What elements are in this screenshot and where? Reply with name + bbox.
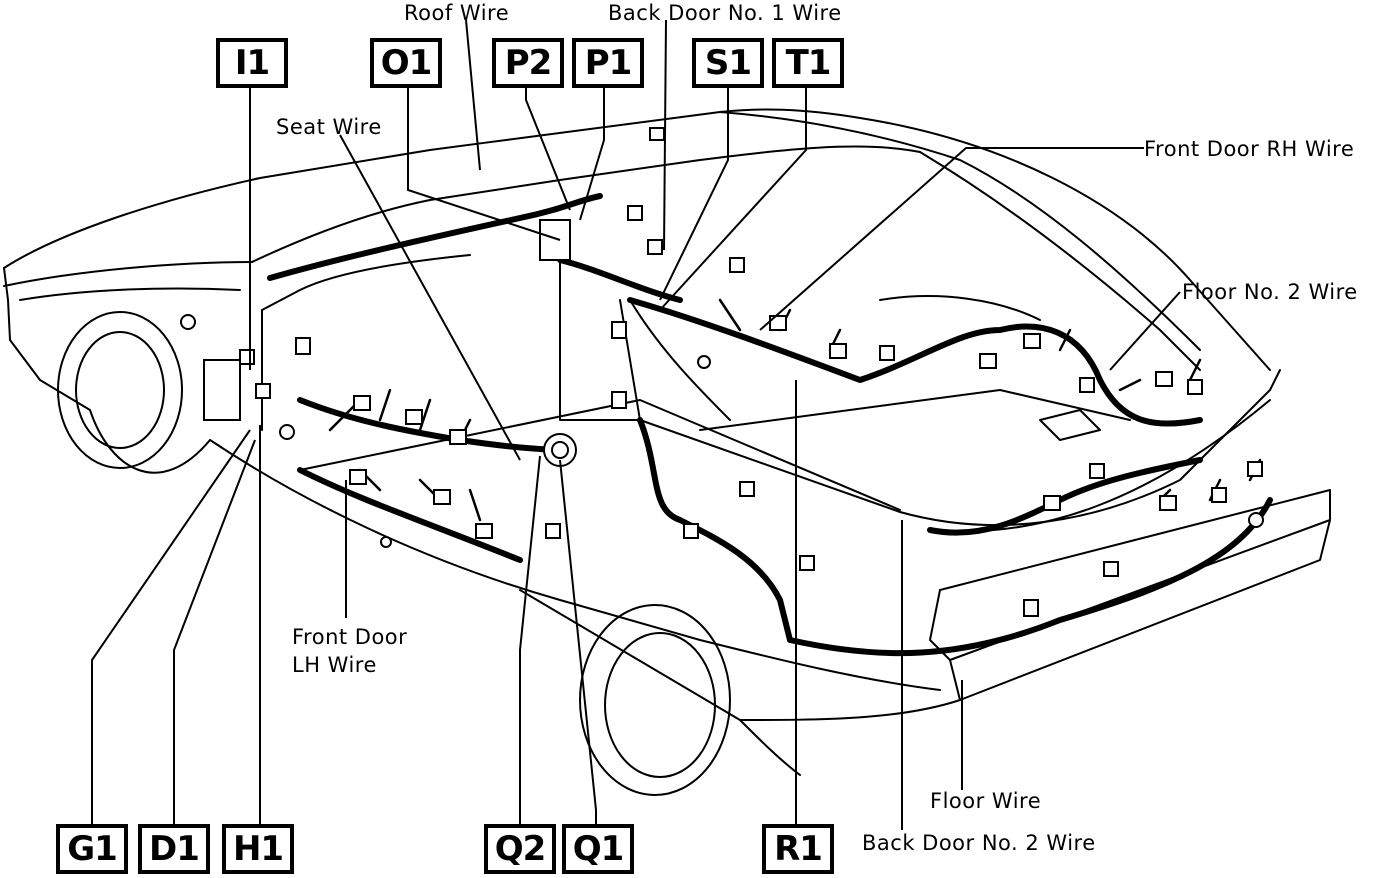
connector-q1-label: Q1	[562, 824, 634, 874]
roof-wire-label: Roof Wire	[404, 1, 510, 25]
connector-p1-label: P1	[572, 38, 644, 88]
connector-g1-label: G1	[56, 824, 128, 874]
seat-wire-label: Seat Wire	[276, 115, 382, 139]
front-door-lh-wire-label-line2: LH Wire	[292, 653, 377, 677]
leader-back-door-1	[663, 19, 667, 251]
connector-h1-label: H1	[222, 824, 294, 874]
leader-s1	[659, 88, 729, 301]
connector-t1-label: T1	[772, 38, 844, 88]
roof-wire-harness	[267, 193, 603, 281]
front-door-rh-harness	[557, 257, 683, 303]
front-door-lh-wire-label-line1: Front Door	[292, 625, 408, 649]
grommets	[180, 314, 1264, 548]
leader-lines	[91, 19, 1181, 830]
leader-roof	[465, 19, 481, 171]
leader-p2	[525, 88, 571, 211]
leader-t1	[659, 88, 807, 311]
front-wheel-inner	[75, 331, 165, 449]
leader-q1	[559, 459, 597, 830]
back-door-harness	[627, 297, 1203, 427]
car-body-outline	[3, 108, 1331, 776]
connector-p2-label: P2	[492, 38, 564, 88]
connector-r1-label: R1	[762, 824, 834, 874]
rear-wheel	[579, 604, 731, 796]
leader-o1	[407, 88, 561, 241]
front-door-lh-harness	[297, 467, 523, 563]
leader-p1	[579, 88, 605, 221]
leader-floor-2	[1109, 291, 1181, 371]
connector-q2-label: Q2	[484, 824, 556, 874]
floor-wire-harness	[637, 417, 1273, 657]
front-door-rh-wire-label: Front Door RH Wire	[1144, 137, 1355, 161]
front-wheel	[57, 311, 183, 469]
leader-d1	[173, 439, 256, 830]
rear-wheel-inner	[604, 632, 716, 778]
connector-s1-label: S1	[692, 38, 764, 88]
connector-o1-label: O1	[370, 38, 442, 88]
leader-g1	[91, 429, 251, 830]
back-door-no1-wire-label: Back Door No. 1 Wire	[608, 1, 842, 25]
wheels	[57, 311, 731, 796]
connector-i1-label: I1	[216, 38, 288, 88]
connector-plugs	[203, 127, 1263, 617]
leader-seat	[339, 134, 521, 461]
back-door-no2-wire-label: Back Door No. 2 Wire	[862, 831, 1096, 855]
connector-d1-label: D1	[138, 824, 210, 874]
floor-no2-wire-label: Floor No. 2 Wire	[1182, 280, 1358, 304]
floor-wire-label: Floor Wire	[930, 789, 1042, 813]
leader-q2	[519, 455, 541, 830]
leader-front-door-rh	[759, 147, 1144, 331]
